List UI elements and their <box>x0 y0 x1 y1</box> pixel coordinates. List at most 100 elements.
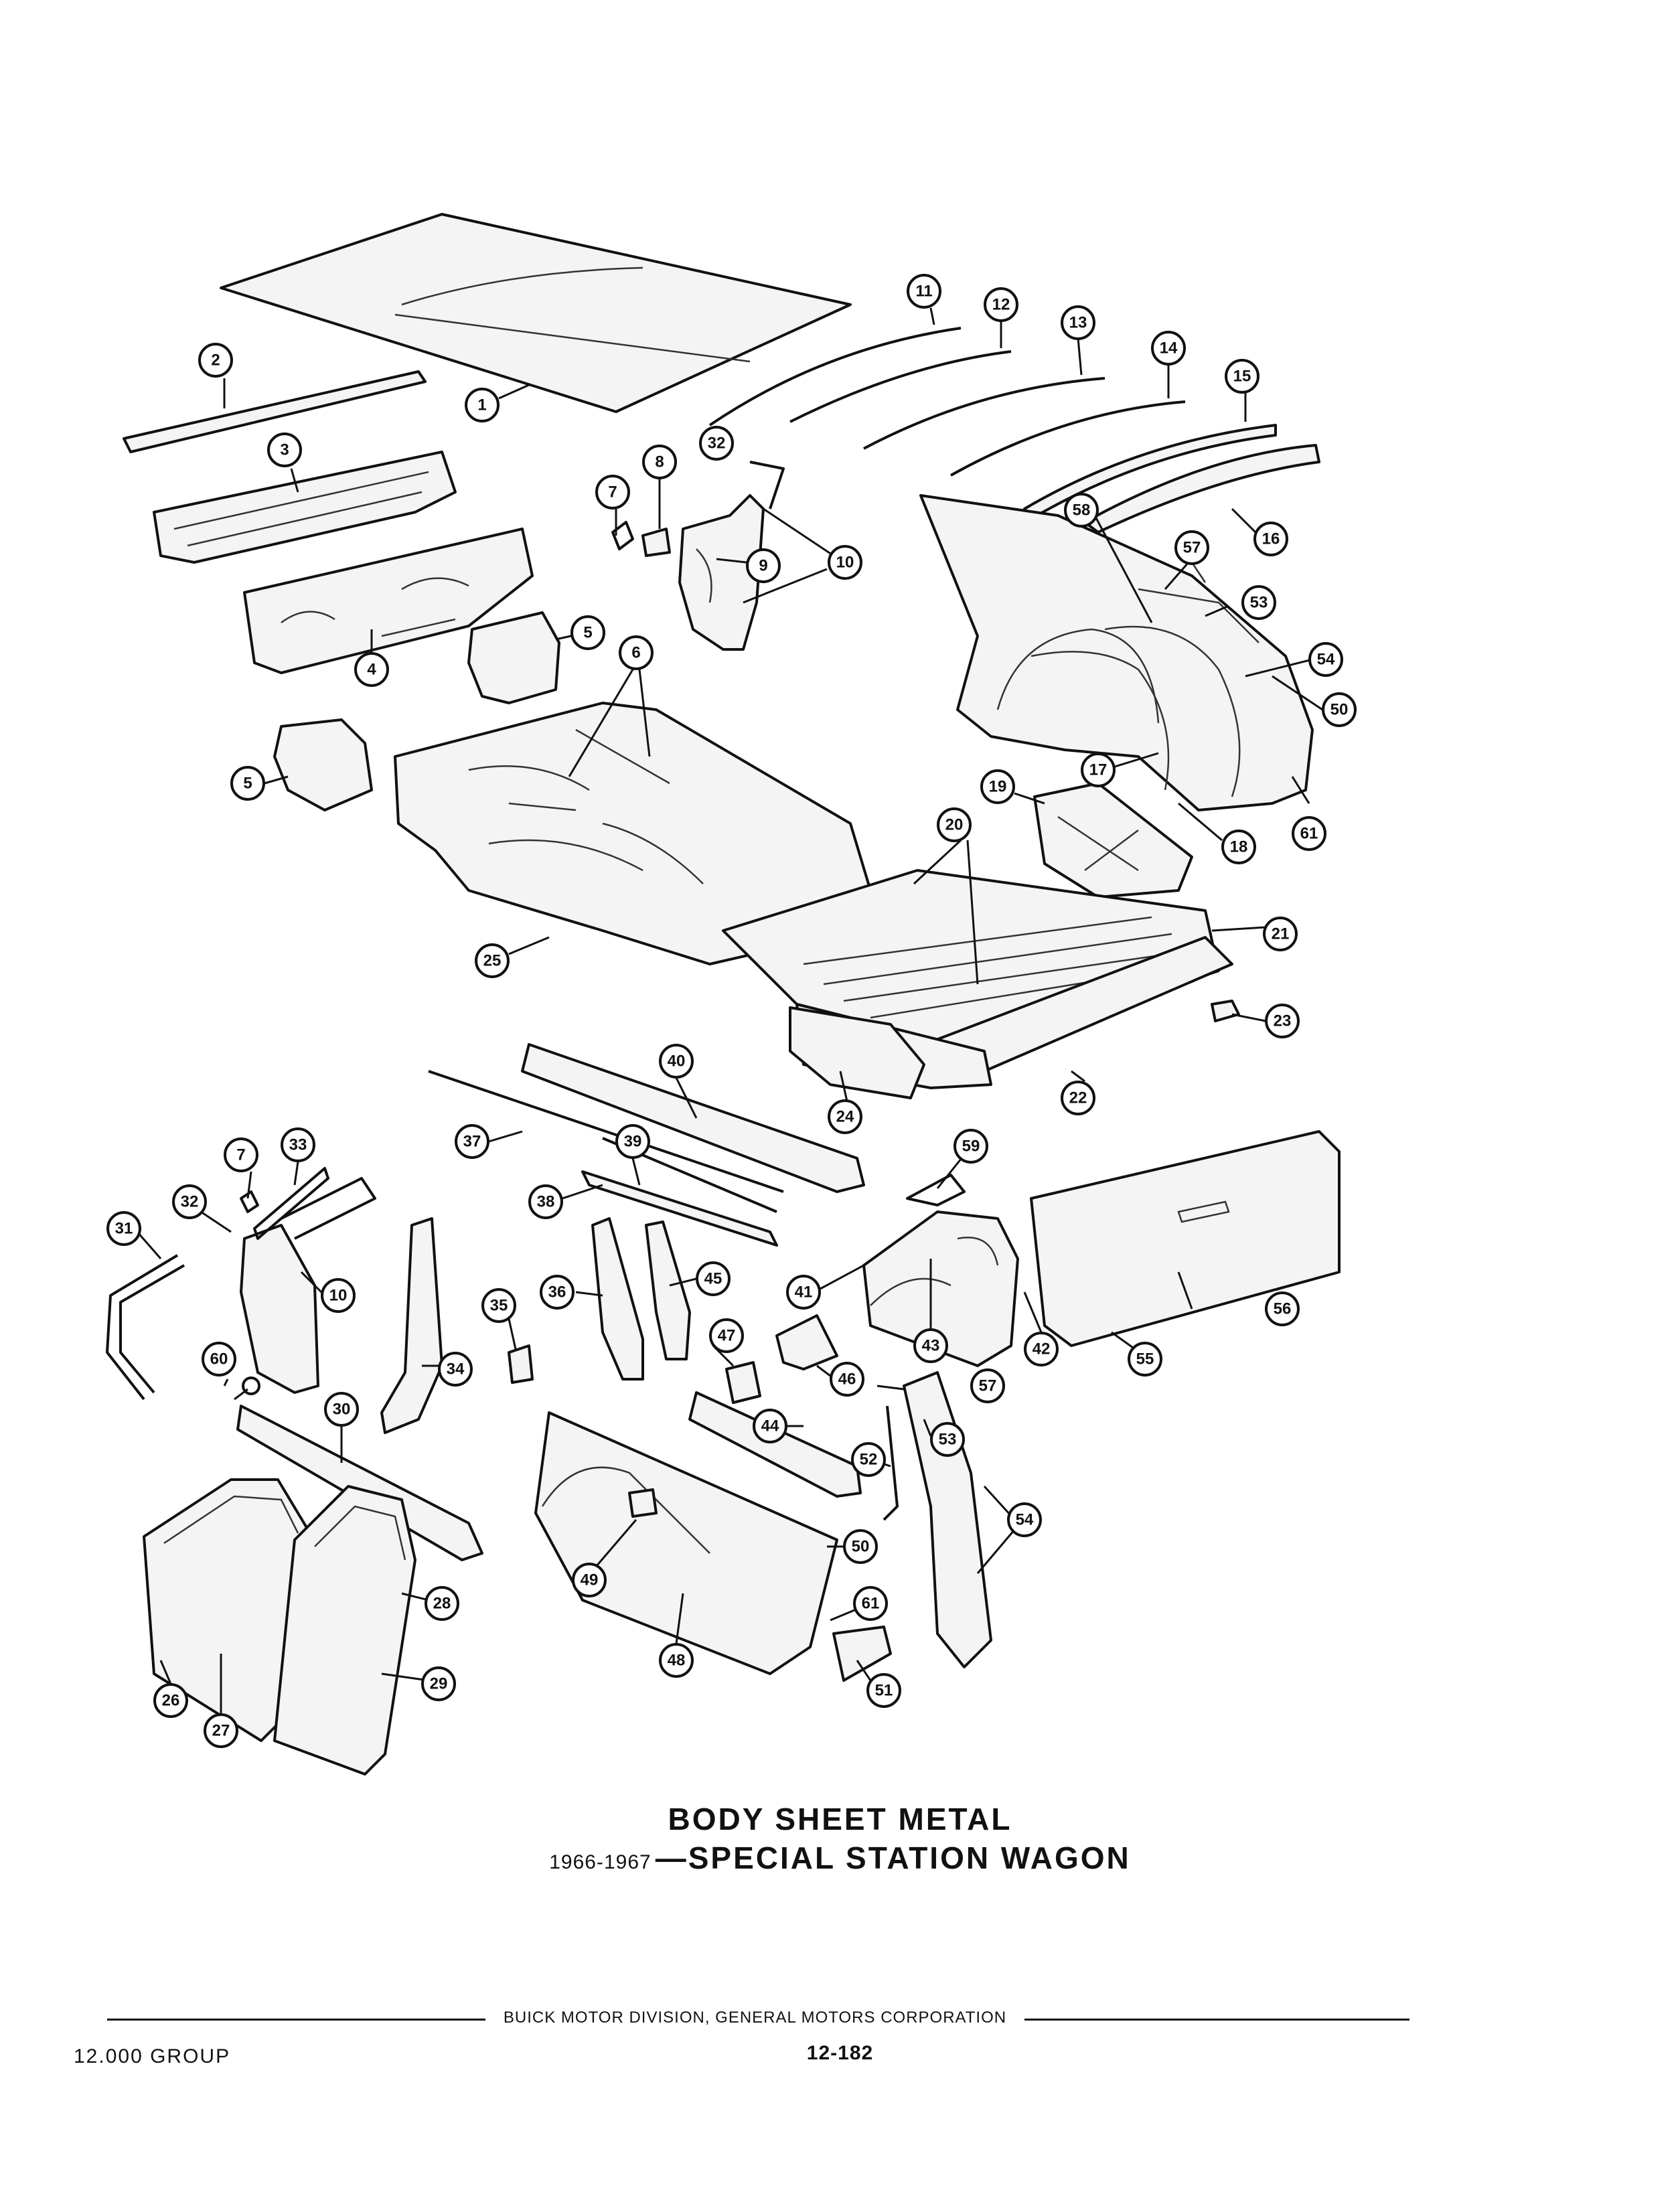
svg-text:35: 35 <box>490 1297 508 1315</box>
page-number: 12-182 <box>806 2042 874 2064</box>
bracket-7-lower <box>240 1190 259 1213</box>
svg-text:54: 54 <box>1317 651 1335 669</box>
tailgate <box>1030 1130 1341 1347</box>
clip-60 <box>242 1377 260 1395</box>
bracket-51 <box>832 1626 892 1682</box>
roof-bow-13 <box>863 377 1105 450</box>
clip-23 <box>1211 1000 1240 1022</box>
roof-bow-15 <box>1023 424 1277 520</box>
callout-10-lower: 10 <box>321 1278 356 1313</box>
svg-text:42: 42 <box>1033 1340 1051 1358</box>
svg-text:27: 27 <box>212 1722 230 1740</box>
svg-text:10: 10 <box>836 554 854 572</box>
svg-text:30: 30 <box>333 1401 351 1419</box>
svg-text:40: 40 <box>668 1052 686 1071</box>
leader-lines <box>136 307 1323 1714</box>
callout-59: 59 <box>953 1129 988 1164</box>
rocker-inner-40 <box>521 1043 865 1193</box>
callout-17: 17 <box>1081 753 1116 787</box>
callout-7-upper: 7 <box>595 475 630 509</box>
bracket-35 <box>508 1344 534 1384</box>
callout-11: 11 <box>907 274 941 309</box>
callout-4: 4 <box>354 652 389 687</box>
weatherstrip-52 <box>883 1405 899 1521</box>
callout-52: 52 <box>851 1442 886 1477</box>
callout-23: 23 <box>1265 1004 1300 1038</box>
callout-37: 37 <box>455 1124 489 1159</box>
svg-text:39: 39 <box>624 1133 642 1151</box>
pillar-33 <box>253 1167 329 1240</box>
roof-bow-14 <box>950 400 1186 477</box>
callout-38: 38 <box>528 1184 563 1219</box>
callout-25: 25 <box>475 943 510 978</box>
svg-text:24: 24 <box>836 1108 854 1126</box>
wheelhouse-panel <box>1033 782 1193 898</box>
callout-49: 49 <box>572 1563 607 1597</box>
svg-text:8: 8 <box>655 453 664 471</box>
svg-text:61: 61 <box>862 1595 880 1613</box>
callout-57-upper: 57 <box>1174 530 1209 565</box>
cowl-upper-panel <box>153 451 457 564</box>
lock-pillar-45 <box>645 1221 691 1360</box>
svg-text:33: 33 <box>289 1136 307 1154</box>
callout-14: 14 <box>1151 331 1186 366</box>
rear-quarter-inner-panel <box>919 494 1314 811</box>
svg-text:18: 18 <box>1230 838 1248 856</box>
callout-50-lower: 50 <box>843 1529 878 1564</box>
svg-text:38: 38 <box>537 1193 555 1211</box>
wheelhouse-outer-59 <box>906 1174 966 1206</box>
svg-text:7: 7 <box>236 1146 245 1164</box>
callout-44: 44 <box>753 1409 787 1443</box>
svg-text:50: 50 <box>852 1538 870 1556</box>
callout-18: 18 <box>1221 830 1256 864</box>
svg-text:56: 56 <box>1274 1300 1292 1318</box>
callout-33: 33 <box>281 1127 315 1162</box>
svg-text:25: 25 <box>483 952 502 970</box>
svg-text:9: 9 <box>759 557 767 575</box>
callout-6: 6 <box>619 635 654 670</box>
svg-text:10: 10 <box>329 1287 348 1305</box>
windshield-header <box>123 370 427 453</box>
callout-32-lower: 32 <box>172 1184 207 1219</box>
callout-50-upper: 50 <box>1322 692 1357 727</box>
callout-42: 42 <box>1024 1332 1059 1366</box>
windshield-pillar <box>106 1254 185 1401</box>
svg-text:1: 1 <box>477 396 486 414</box>
roof-bow-16 <box>1083 444 1320 534</box>
diagram-subtitle: 1966-1967—SPECIAL STATION WAGON <box>0 1840 1680 1876</box>
svg-text:14: 14 <box>1160 339 1178 358</box>
svg-text:23: 23 <box>1274 1012 1292 1030</box>
svg-text:29: 29 <box>430 1675 448 1693</box>
svg-text:54: 54 <box>1016 1511 1034 1529</box>
callout-57-lower: 57 <box>970 1368 1005 1403</box>
svg-text:32: 32 <box>181 1193 199 1211</box>
callout-24: 24 <box>828 1099 862 1134</box>
callout-54-lower: 54 <box>1007 1502 1042 1537</box>
wheelhouse-inner <box>862 1210 1019 1367</box>
cowl-side-panel-lower <box>273 718 373 811</box>
roof-bow-12 <box>789 350 1012 423</box>
center-pillar <box>380 1217 443 1434</box>
bracket-7-upper <box>611 521 634 550</box>
svg-text:3: 3 <box>280 441 289 459</box>
callout-21: 21 <box>1263 917 1298 951</box>
rocker-outer-38 <box>581 1170 778 1247</box>
callout-15: 15 <box>1225 359 1259 394</box>
callout-61-upper: 61 <box>1292 816 1326 851</box>
svg-text:31: 31 <box>115 1220 133 1238</box>
svg-text:58: 58 <box>1073 501 1091 520</box>
svg-text:28: 28 <box>433 1595 451 1613</box>
callout-48: 48 <box>659 1643 694 1678</box>
callout-9: 9 <box>746 548 781 583</box>
footer-group: 12.000 GROUP <box>74 2045 231 2067</box>
fuel-filler-housing <box>725 1361 761 1404</box>
callout-10-upper: 10 <box>828 545 862 580</box>
bracket-8-upper <box>641 528 671 557</box>
callout-32-upper: 32 <box>699 426 734 461</box>
callout-13: 13 <box>1061 305 1095 340</box>
svg-text:36: 36 <box>548 1283 566 1302</box>
svg-text:57: 57 <box>979 1377 997 1395</box>
callout-41: 41 <box>786 1275 821 1310</box>
svg-text:60: 60 <box>210 1350 228 1368</box>
callout-7-lower: 7 <box>224 1137 258 1172</box>
